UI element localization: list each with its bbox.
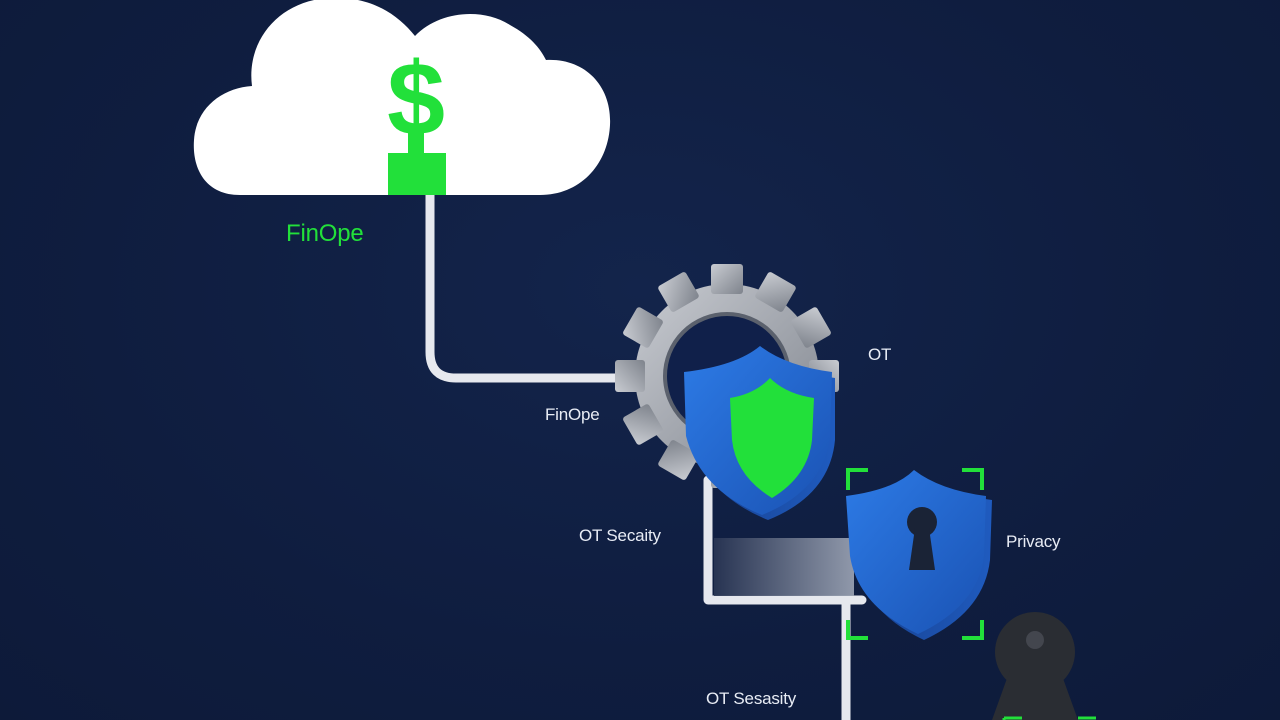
label-finops-green: FinOpe	[286, 220, 364, 247]
label-privacy: Privacy	[1006, 532, 1061, 551]
connector-gear-to-panel	[703, 475, 867, 605]
connector-cloud-to-gear	[425, 187, 621, 383]
panel-block	[714, 538, 854, 596]
label-ot-security-bottom: OT Sesasity	[706, 689, 797, 708]
shield-icon	[684, 346, 835, 520]
label-ot: OT	[868, 345, 892, 364]
svg-text:$: $	[387, 42, 445, 158]
focus-brackets	[846, 468, 984, 640]
cloud-icon	[193, 0, 611, 195]
label-ot-security-mid: OT Secaity	[579, 526, 661, 545]
dollar-sign-icon: $	[387, 42, 446, 195]
keyhole-icon	[992, 612, 1096, 720]
shield-lock-icon	[846, 470, 992, 640]
label-finops-white: FinOpe	[545, 405, 600, 424]
